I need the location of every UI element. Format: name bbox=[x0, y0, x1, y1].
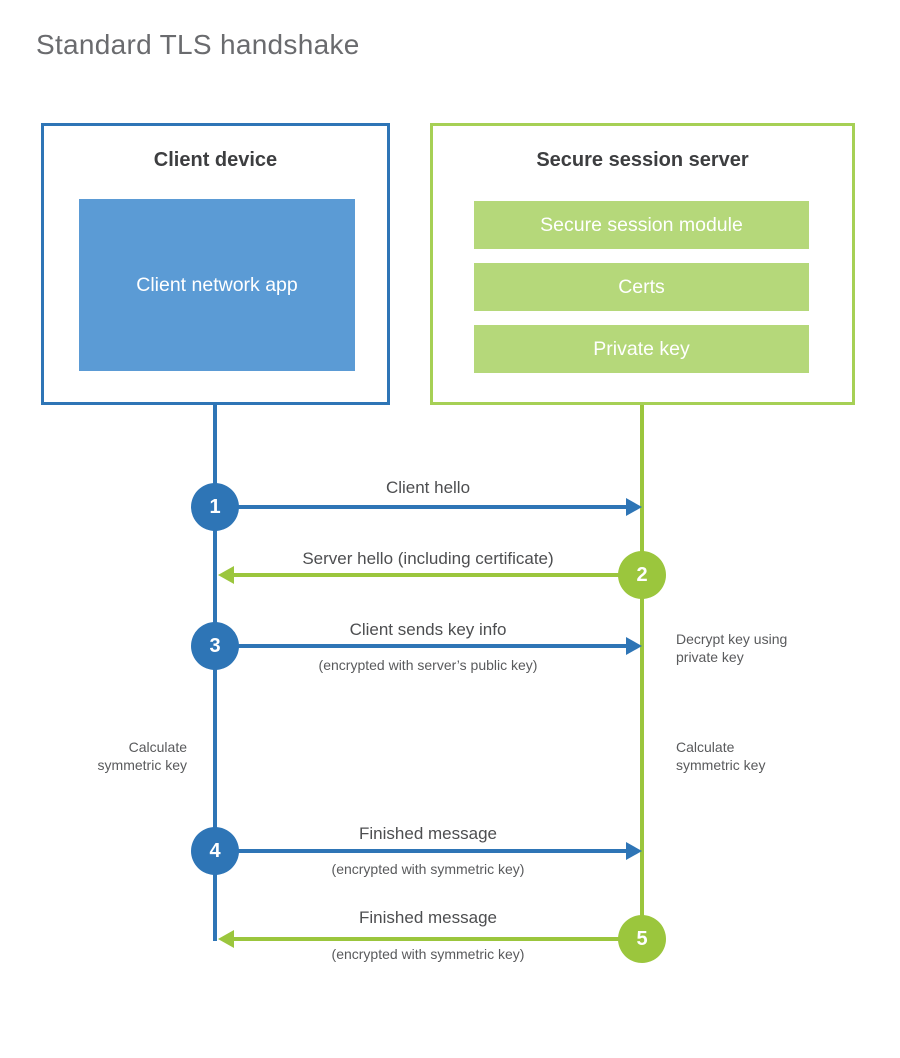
client-network-app-box: Client network app bbox=[79, 199, 355, 371]
step-3-arrow-line bbox=[215, 644, 626, 648]
step-5-arrowhead-left-icon bbox=[218, 930, 234, 948]
private-key-bar: Private key bbox=[474, 325, 809, 373]
step-4-badge: 4 bbox=[191, 827, 239, 875]
step-4-label: Finished message bbox=[359, 824, 497, 843]
step-3-badge: 3 bbox=[191, 622, 239, 670]
step-5-badge: 5 bbox=[618, 915, 666, 963]
annotation-decrypt-key: Decrypt key using private key bbox=[676, 631, 788, 665]
client-device-title: Client device bbox=[153, 149, 278, 171]
step-1-label: Client hello bbox=[385, 478, 471, 497]
step-3-arrowhead-right-icon bbox=[626, 637, 642, 655]
step-2-badge: 2 bbox=[618, 551, 666, 599]
server-lifeline bbox=[640, 405, 644, 939]
step-3-label: Client sends key info bbox=[349, 620, 507, 639]
step-3-sublabel: (encrypted with server’s public key) bbox=[318, 657, 538, 673]
certs-bar: Certs bbox=[474, 263, 809, 311]
secure-session-server-title: Secure session server bbox=[536, 149, 749, 171]
step-2-label: Server hello (including certificate) bbox=[302, 549, 554, 568]
client-network-app-label: Client network app bbox=[136, 273, 298, 296]
step-1-badge: 1 bbox=[191, 483, 239, 531]
step-4-arrow-line bbox=[215, 849, 626, 853]
step-1-arrowhead-right-icon bbox=[626, 498, 642, 516]
step-5-arrow-line bbox=[234, 937, 642, 941]
step-4-arrowhead-right-icon bbox=[626, 842, 642, 860]
page-title: Standard TLS handshake bbox=[36, 29, 360, 60]
step-5-sublabel: (encrypted with symmetric key) bbox=[331, 946, 525, 962]
step-2-arrowhead-left-icon bbox=[218, 566, 234, 584]
step-5-label: Finished message bbox=[359, 908, 497, 927]
step-2-arrow-line bbox=[234, 573, 642, 577]
step-1-arrow-line bbox=[215, 505, 626, 509]
secure-session-module-bar: Secure session module bbox=[474, 201, 809, 249]
client-lifeline bbox=[213, 405, 217, 941]
annotation-calculate-symmetric-key-right: Calculate symmetric key bbox=[676, 739, 766, 773]
annotation-calculate-symmetric-key-left: Calculate symmetric key bbox=[97, 739, 187, 773]
step-4-sublabel: (encrypted with symmetric key) bbox=[331, 861, 525, 877]
